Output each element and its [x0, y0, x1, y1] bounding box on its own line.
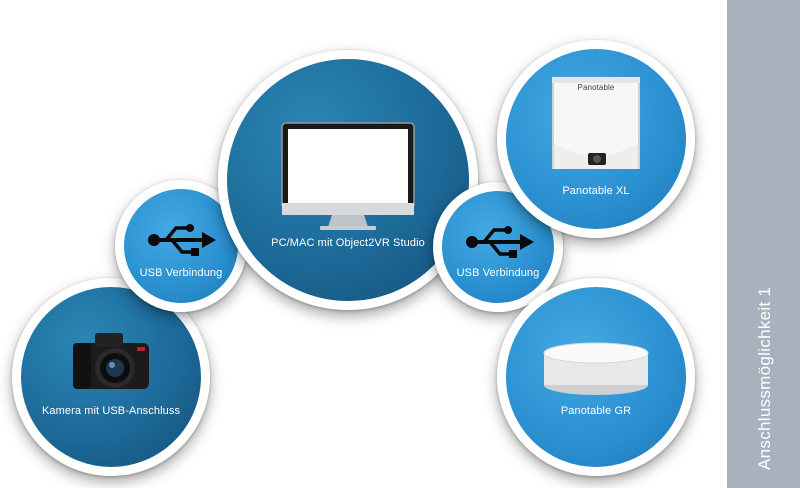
turntable-icon — [543, 342, 649, 395]
photo-studio-icon — [552, 77, 640, 169]
usb-left-label: USB Verbindung — [139, 267, 223, 279]
sidebar-panel: Anschlussmöglichkeit 1 — [727, 0, 800, 488]
camera-icon — [73, 333, 149, 389]
camera-label: Kamera mit USB-Anschluss — [41, 405, 181, 417]
usb-icon — [148, 224, 216, 256]
panotable-gr-node: Panotable GR — [497, 278, 695, 476]
computer-node: PC/MAC mit Object2VR Studio — [218, 50, 478, 310]
sidebar-title: Anschlussmöglichkeit 1 — [755, 286, 774, 470]
usb-icon — [466, 226, 534, 258]
usb-right-label: USB Verbindung — [456, 267, 540, 279]
monitor-icon — [281, 122, 415, 230]
panotable-gr-label: Panotable GR — [560, 405, 632, 417]
panotable-xl-brand: Panotable — [577, 83, 615, 92]
panotable-xl-node: Panotable Panotable XL — [497, 40, 695, 238]
panotable-xl-label: Panotable XL — [562, 185, 630, 197]
computer-label: PC/MAC mit Object2VR Studio — [271, 237, 425, 249]
